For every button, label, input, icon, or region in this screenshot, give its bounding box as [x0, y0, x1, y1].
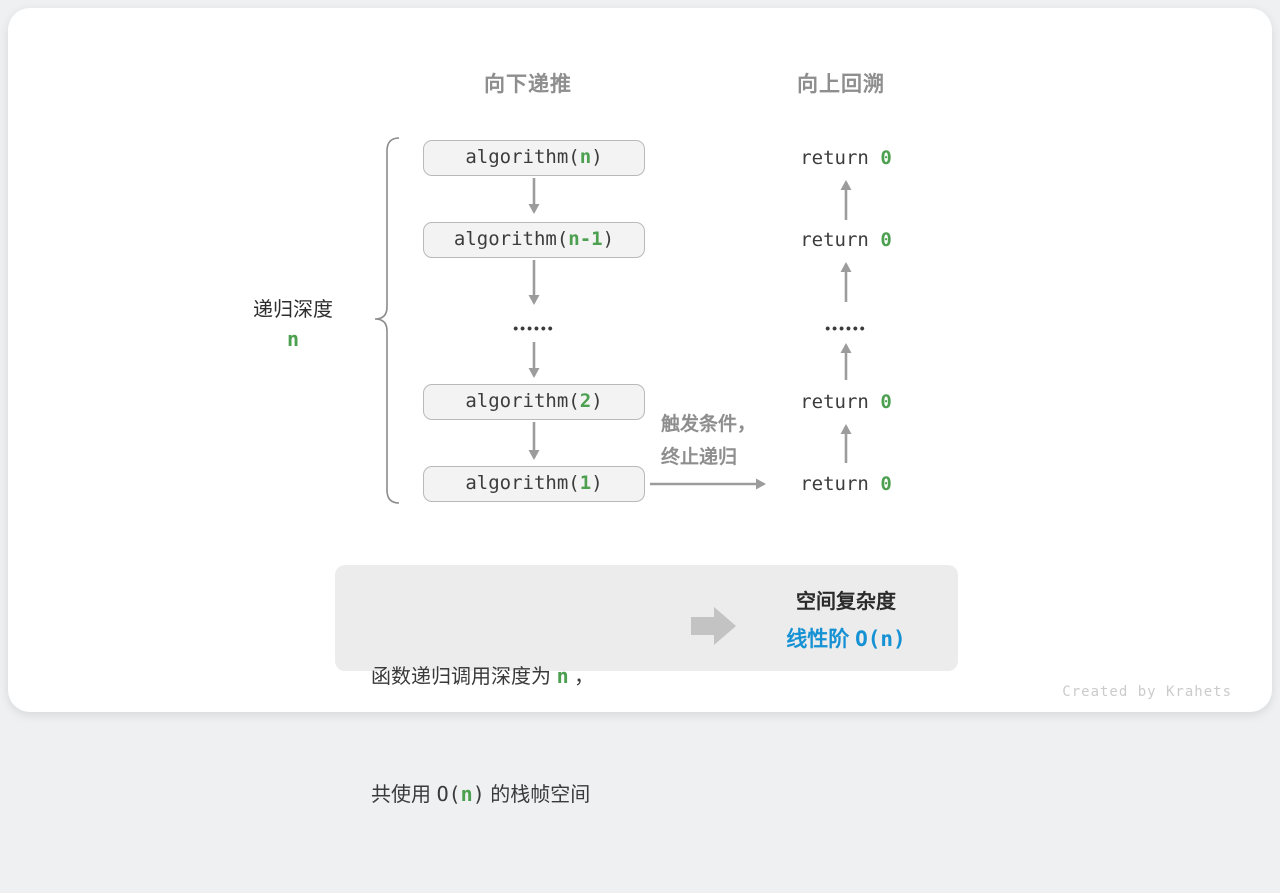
frame-text: algorithm( — [465, 390, 580, 412]
frame-box-n: algorithm(n) — [423, 140, 645, 176]
summary-text: 的栈帧空间 — [484, 784, 591, 806]
ellipsis-left: •••••• — [513, 320, 555, 336]
summary-panel: 函数递归调用深度为 n ， 共使用 O(n) 的栈帧空间 空间复杂度 线性阶 O… — [335, 565, 958, 806]
return-value: 0 — [880, 391, 892, 413]
summary-highlight-n: n — [556, 664, 569, 688]
summary-line1: 函数递归调用深度为 n ， — [371, 657, 594, 697]
frame-arg: 2 — [579, 390, 592, 412]
summary-text: 共使用 — [371, 784, 437, 806]
frame-box-1: algorithm(1) — [423, 466, 645, 502]
result-text: 线性阶 — [786, 628, 856, 651]
watermark-credit: Created by Krahets — [1062, 684, 1232, 700]
terminate-note-line2: 终止递归 — [661, 447, 738, 468]
return-value: 0 — [880, 147, 892, 169]
frame-arg: n — [579, 146, 592, 168]
return-statement: return 0 — [776, 140, 916, 176]
summary-text: ， — [568, 666, 595, 688]
big-o-close: ) — [472, 782, 485, 806]
return-text: return — [800, 229, 881, 251]
frame-arg: 1 — [579, 472, 592, 494]
summary-highlight-n: n — [460, 782, 473, 806]
depth-brace — [374, 137, 400, 504]
space-complexity-title: 空间复杂度 — [796, 591, 896, 613]
return-statement: return 0 — [776, 384, 916, 420]
return-statement: return 0 — [776, 222, 916, 258]
return-statement: return 0 — [776, 466, 916, 502]
frame-box-n-1: algorithm(n-1) — [423, 222, 645, 258]
terminate-note-line1: 触发条件， — [661, 414, 757, 435]
frame-text: ) — [602, 228, 615, 250]
terminate-note: 触发条件， 终止递归 — [661, 408, 756, 474]
space-complexity-result: 线性阶 O(n) — [746, 623, 946, 653]
frame-text: algorithm( — [453, 228, 569, 250]
return-value: 0 — [880, 473, 892, 495]
diagram-card: 向下递推 向上回溯 algorithm(n) algorithm(n-1) ••… — [8, 8, 1272, 806]
ellipsis-right: •••••• — [825, 320, 867, 336]
diagram-canvas: 向下递推 向上回溯 algorithm(n) algorithm(n-1) ••… — [8, 8, 1272, 806]
big-o-open: O( — [436, 782, 461, 806]
recursion-depth-label: 递归深度 — [253, 299, 333, 321]
frame-box-2: algorithm(2) — [423, 384, 645, 420]
summary-text: 函数递归调用深度为 — [371, 666, 557, 688]
frame-text: ) — [591, 472, 603, 494]
header-backtrack-up: 向上回溯 — [797, 73, 885, 96]
header-recurse-down: 向下递推 — [484, 73, 572, 96]
return-text: return — [800, 473, 881, 495]
frame-text: ) — [591, 146, 603, 168]
summary-description: 函数递归调用深度为 n ， 共使用 O(n) 的栈帧空间 — [371, 579, 594, 893]
recursion-depth-value: n — [286, 327, 300, 351]
frame-text: algorithm( — [465, 472, 580, 494]
return-text: return — [800, 147, 881, 169]
result-big-o: O(n) — [855, 627, 906, 651]
frame-text: algorithm( — [465, 146, 580, 168]
return-text: return — [800, 391, 881, 413]
frame-arg: n-1 — [568, 228, 603, 250]
return-value: 0 — [880, 229, 892, 251]
frame-text: ) — [591, 390, 603, 412]
summary-line2: 共使用 O(n) 的栈帧空间 — [371, 775, 594, 815]
